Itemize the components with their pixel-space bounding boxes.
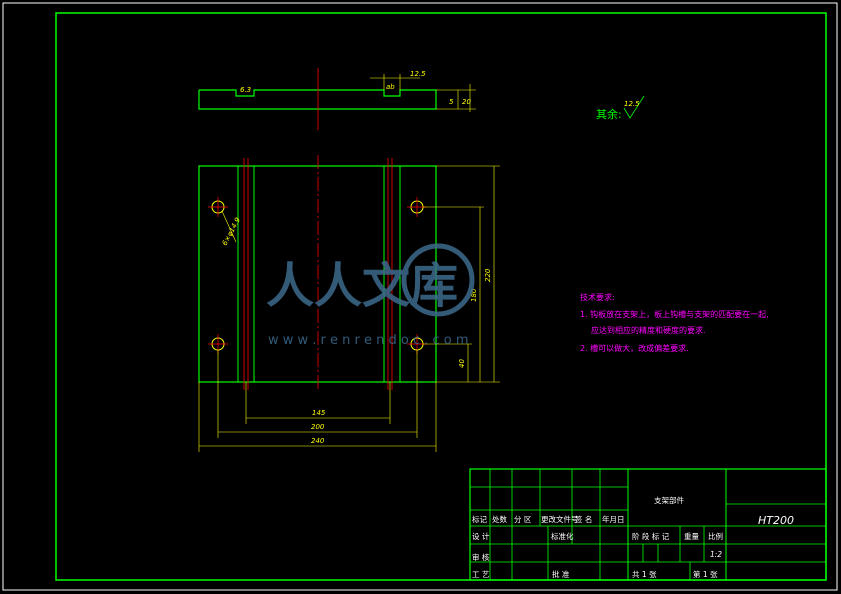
process-label: 工 艺 bbox=[472, 570, 489, 579]
hole-label: 6×φ14.9 bbox=[221, 216, 243, 247]
tech-requirements: 技术要求: 1. 钩板放在支架上，板上钩槽与支架的匹配要在一起, 应达到相应的精… bbox=[580, 292, 769, 353]
review-label: 审 核 bbox=[472, 552, 490, 562]
top-view: 6.3 12.5 ab 5 20 bbox=[198, 68, 476, 130]
design-label: 设 计 bbox=[472, 531, 490, 541]
surface-note-value: 12.5 bbox=[624, 100, 640, 108]
dim-5-label: 5 bbox=[449, 98, 454, 106]
sheet-number: 第 1 张 bbox=[693, 569, 718, 579]
standardize-label: 标准化 bbox=[551, 531, 574, 541]
dim-180-label: 180 bbox=[470, 288, 478, 302]
part-name: 支架部件 bbox=[654, 495, 684, 505]
header-count: 处数 bbox=[492, 514, 507, 524]
tech-req-line3: 2. 槽可以做大，改成偏差要求. bbox=[580, 343, 689, 353]
dim-240-label: 240 bbox=[311, 437, 325, 445]
plate-outline bbox=[198, 165, 437, 383]
material: HT200 bbox=[758, 514, 794, 527]
surface-note-label: 其余: bbox=[596, 107, 622, 121]
watermark-logo-icon bbox=[401, 243, 475, 317]
hole-leader bbox=[221, 210, 237, 243]
scale-value: 1:2 bbox=[710, 550, 722, 559]
header-mark: 标记 bbox=[472, 514, 487, 524]
dim-40-label: 40 bbox=[458, 359, 466, 368]
header-zone: 分 区 bbox=[514, 515, 532, 524]
header-date: 年月日 bbox=[602, 514, 625, 524]
front-view: 6×φ14.9 220 180 40 145 200 240 bbox=[198, 155, 500, 452]
header-change-doc: 更改文件号 bbox=[541, 514, 579, 524]
scale-label: 比例 bbox=[708, 531, 723, 541]
roughness-symbol-icon bbox=[623, 95, 645, 119]
dim-ab-label: ab bbox=[386, 83, 395, 91]
weight-label: 重量 bbox=[684, 532, 699, 541]
total-sheets: 共 1 张 bbox=[632, 570, 657, 579]
header-sign: 签 名 bbox=[575, 514, 592, 524]
roughness-slot-label: 12.5 bbox=[410, 70, 426, 78]
roughness-top-label: 6.3 bbox=[240, 86, 251, 94]
tech-req-title: 技术要求: bbox=[580, 292, 615, 302]
watermark-text: 人人文库 bbox=[266, 258, 458, 314]
top-view-outline bbox=[198, 89, 437, 110]
dim-20-label: 20 bbox=[462, 98, 471, 106]
dim-200-label: 200 bbox=[311, 423, 325, 431]
inner-frame bbox=[55, 12, 827, 581]
watermark-url: w w w . r e n r e n d o c . c o m bbox=[268, 333, 469, 348]
watermark: 人人文库 w w w . r e n r e n d o c . c o m bbox=[266, 243, 475, 348]
tech-req-line1: 1. 钩板放在支架上，板上钩槽与支架的匹配要在一起, bbox=[580, 309, 769, 319]
surface-note: 其余: 12.5 bbox=[596, 95, 645, 121]
tech-req-line2: 应达到相应的精度和硬度的要求. bbox=[591, 325, 706, 335]
stage-mark-label: 阶 段 标 记 bbox=[632, 531, 670, 541]
dim-145-label: 145 bbox=[312, 409, 326, 417]
title-block: 支架部件 HT200 标记 处数 分 区 更改文件号 签 名 年月日 设 计 标… bbox=[469, 468, 827, 581]
approve-label: 批 准 bbox=[552, 569, 570, 579]
hole-top-left bbox=[208, 197, 228, 217]
dim-220-label: 220 bbox=[484, 268, 492, 282]
